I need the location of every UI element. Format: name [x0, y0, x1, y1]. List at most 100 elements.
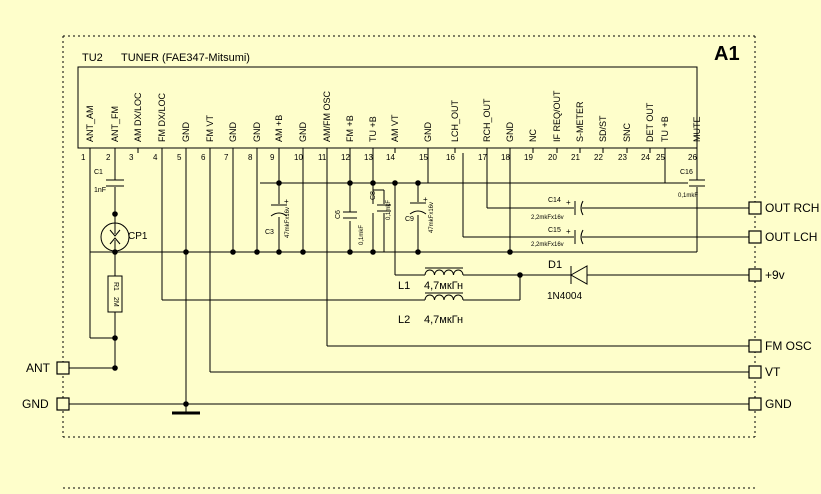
pin-stubs: [89, 148, 698, 153]
gnd-left-label: GND: [22, 397, 49, 411]
pin-label-20: IF REQ/OUT: [552, 90, 562, 142]
pin-label-1: ANT_AM: [85, 105, 95, 142]
gnd-right-label: GND: [765, 397, 792, 411]
c1-value: 1nF: [94, 187, 106, 194]
c8-ref: C8: [370, 191, 377, 200]
ant-label: ANT: [26, 361, 51, 375]
pin-number-23: 23: [618, 153, 627, 162]
pin-number-15: 15: [419, 153, 428, 162]
l2-ref: L2: [398, 314, 410, 326]
pin-number-21: 21: [571, 153, 580, 162]
l2-value: 4,7мкГн: [424, 314, 463, 326]
vt-label: VT: [765, 365, 781, 379]
pin-number-26: 26: [688, 153, 697, 162]
capacitor-c6: [343, 211, 357, 219]
c15-ref: C15: [548, 227, 561, 234]
capacitor-c15: +: [566, 227, 584, 245]
pin-number-16: 16: [446, 153, 455, 162]
connector-ant[interactable]: ANT: [26, 361, 70, 375]
spark-gap-cp1: [100, 222, 130, 252]
c3-ref: C3: [265, 229, 274, 236]
pin-number-8: 8: [248, 153, 253, 162]
pin-label-15: GND: [423, 122, 433, 143]
pin-number-2: 2: [106, 153, 111, 162]
d1-value: 1N4004: [547, 291, 582, 302]
cp1-ref: CP1: [128, 231, 148, 242]
c14-value: 2,2mkFx16v: [531, 215, 564, 221]
pin-number-11: 11: [318, 153, 327, 162]
c15-plus-icon: +: [566, 227, 571, 236]
pin-label-25: TU +B: [660, 116, 670, 142]
pin-label-4: FM DX/LOC: [157, 92, 167, 142]
pin-label-5: GND: [181, 122, 191, 143]
c16-value: 0,1mkF: [678, 193, 698, 199]
out-rch-label: OUT RCH: [765, 201, 819, 215]
inductor-l2: [424, 292, 464, 301]
pin-label-19: NC: [528, 129, 538, 142]
capacitor-c1: [106, 179, 124, 187]
pin-label-17: RCH_OUT: [482, 98, 492, 142]
capacitor-c9: +: [409, 195, 428, 215]
r1-ref: R1: [112, 282, 119, 291]
l1-value: 4,7мкГн: [424, 280, 463, 292]
module-name: TUNER (FAE347-Mitsumi): [121, 52, 250, 64]
pin-label-22: SD/ST: [598, 115, 608, 142]
pin-number-4: 4: [153, 153, 158, 162]
inductor-l1: [424, 267, 464, 276]
block-id: A1: [714, 43, 740, 65]
connector-fm-osc[interactable]: FM OSC: [748, 339, 812, 353]
connector-gnd-left[interactable]: GND: [22, 397, 70, 411]
pin-number-14: 14: [386, 153, 395, 162]
pin-number-5: 5: [177, 153, 182, 162]
pin-label-24: DET OUT: [645, 102, 655, 142]
c9-ref: C9: [405, 216, 414, 223]
pin-label-8: GND: [252, 122, 262, 143]
c9-plus-icon: +: [423, 195, 428, 204]
connector-vt[interactable]: VT: [748, 365, 781, 379]
pin-number-3: 3: [129, 153, 134, 162]
pin-number-19: 19: [524, 153, 533, 162]
c9-value: 47mkFx16v: [429, 202, 435, 233]
pin-number-22: 22: [594, 153, 603, 162]
pin-number-20: 20: [548, 153, 557, 162]
tuner-module-box: [77, 66, 698, 149]
c3-plus-icon: +: [284, 197, 289, 206]
connector-gnd-right[interactable]: GND: [748, 397, 792, 411]
pin-label-10: GND: [298, 122, 308, 143]
resistor-r1: [107, 275, 123, 313]
pin-number-12: 12: [341, 153, 350, 162]
pin-number-18: 18: [501, 153, 510, 162]
pin-number-10: 10: [294, 153, 303, 162]
connector-out-lch[interactable]: OUT LCH: [748, 230, 817, 244]
connector-plus9v[interactable]: +9v: [748, 268, 785, 282]
c3-value: 47mkFx16v: [285, 207, 291, 238]
c14-plus-icon: +: [566, 198, 571, 207]
pin-label-6: FM VT: [205, 115, 215, 142]
capacitor-c14: +: [566, 198, 584, 216]
capacitor-c3: +: [270, 197, 289, 217]
c6-ref: C6: [335, 210, 342, 219]
c8-value: 0,1mkF: [386, 200, 392, 220]
connector-out-rch[interactable]: OUT RCH: [748, 201, 819, 215]
c1-ref: C1: [94, 169, 103, 176]
pin-label-18: GND: [505, 122, 515, 143]
l1-ref: L1: [398, 280, 410, 292]
d1-ref: D1: [548, 259, 562, 271]
c6-value: 0,1mkF: [359, 225, 365, 245]
pin-label-16: LCH_OUT: [450, 99, 460, 142]
c15-value: 2,2mkFx16v: [531, 242, 564, 248]
capacitor-c16: [689, 153, 705, 187]
pin-label-7: GND: [228, 122, 238, 143]
pin-label-2: ANT_FM: [110, 106, 120, 142]
pin-number-9: 9: [270, 153, 275, 162]
pin-number-7: 7: [224, 153, 229, 162]
module-ref: TU2: [82, 52, 103, 64]
wiring: [63, 153, 749, 412]
pin-label-21: S-METER: [575, 101, 585, 142]
pin-number-1: 1: [81, 153, 86, 162]
r1-value: 2M: [112, 297, 119, 307]
pin-label-13: TU +B: [368, 116, 378, 142]
c14-ref: C14: [548, 197, 561, 204]
